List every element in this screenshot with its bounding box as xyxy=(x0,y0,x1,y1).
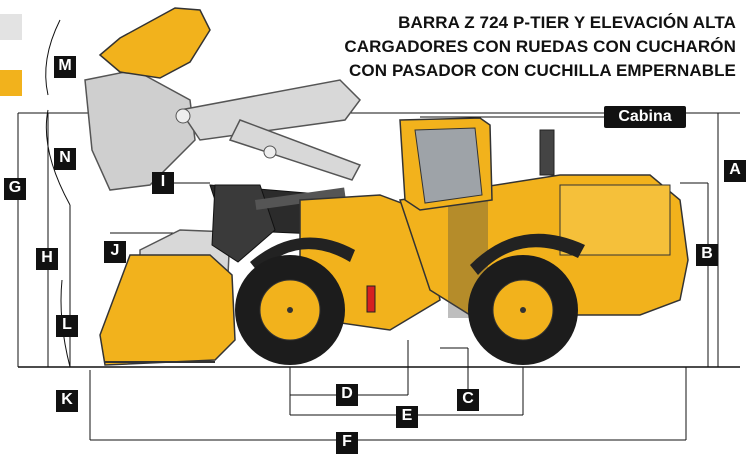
dim-label-l: L xyxy=(56,315,78,337)
lowered-bucket-yellow xyxy=(99,254,236,366)
dim-label-a: A xyxy=(724,160,746,182)
title-line-1: BARRA Z 724 P-TIER Y ELEVACIÓN ALTA xyxy=(398,13,736,32)
dim-label-c: C xyxy=(457,389,479,411)
title-line-3: CON PASADOR CON CUCHILLA EMPERNABLE xyxy=(349,61,736,80)
dim-label-n: N xyxy=(54,148,76,170)
front-wheel xyxy=(235,255,345,365)
title-line-2: CARGADORES CON RUEDAS CON CUCHARÓN xyxy=(344,37,736,56)
cab-label: Cabina xyxy=(604,106,686,128)
dim-label-j: J xyxy=(104,241,126,263)
rear-wheel xyxy=(468,255,578,365)
dim-label-g: G xyxy=(4,178,26,200)
dim-label-f: F xyxy=(336,432,358,454)
dim-label-k: K xyxy=(56,390,78,412)
loader-body xyxy=(250,117,689,331)
dim-label-i: I xyxy=(152,172,174,194)
dim-label-d: D xyxy=(336,384,358,406)
dim-label-h: H xyxy=(36,248,58,270)
raised-bucket-yellow xyxy=(98,7,211,79)
dim-label-e: E xyxy=(396,406,418,428)
legend-swatch-grey xyxy=(0,14,22,40)
legend-swatch-yellow xyxy=(0,70,22,96)
raised-bucket-ghost xyxy=(84,69,362,191)
dim-label-b: B xyxy=(696,244,718,266)
dim-label-m: M xyxy=(54,56,76,78)
